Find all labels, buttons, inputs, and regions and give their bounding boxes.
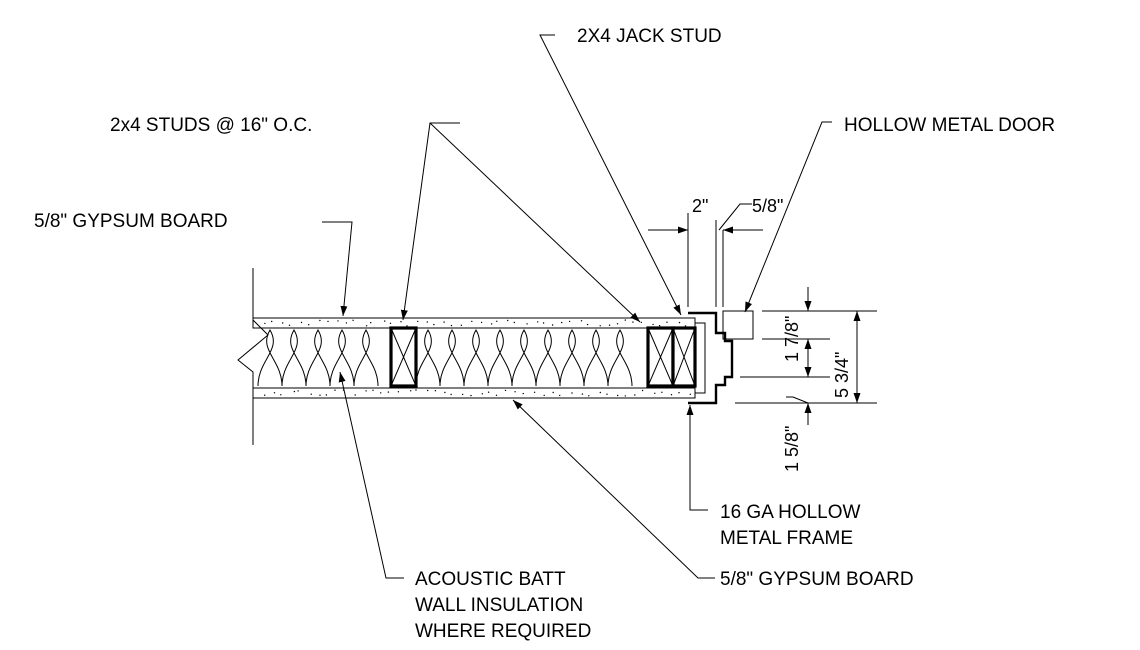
dim-frame-depth: 5 3/4" bbox=[832, 352, 852, 398]
label-frame-line1: 16 GA HOLLOW bbox=[720, 502, 861, 523]
gypsum-texture bbox=[264, 319, 691, 397]
label-hollow-metal-door: HOLLOW METAL DOOR bbox=[844, 115, 1055, 136]
label-gypsum-bottom: 5/8" GYPSUM BOARD bbox=[720, 569, 914, 590]
dim-frame-offset: 5/8" bbox=[752, 196, 783, 216]
dimensions bbox=[648, 203, 877, 425]
label-insulation-line2: WALL INSULATION bbox=[415, 595, 583, 616]
batt-insulation bbox=[257, 329, 633, 387]
dim-frame-face: 2" bbox=[692, 196, 708, 216]
label-jack-stud: 2X4 JACK STUD bbox=[577, 26, 722, 47]
leaders bbox=[322, 34, 832, 579]
label-gypsum-top: 5/8" GYPSUM BOARD bbox=[34, 211, 228, 232]
label-insulation-line3: WHERE REQUIRED bbox=[415, 621, 591, 642]
jack-stud-cross bbox=[672, 327, 696, 387]
stud-cross-end bbox=[647, 327, 674, 387]
wall-assembly bbox=[237, 268, 697, 445]
label-insulation-line1: ACOUSTIC BATT bbox=[415, 569, 566, 590]
dim-door-thickness: 1 7/8" bbox=[782, 316, 802, 362]
label-frame-line2: METAL FRAME bbox=[720, 528, 853, 549]
break-line bbox=[237, 268, 269, 445]
hollow-metal-frame bbox=[688, 310, 754, 405]
hollow-metal-door bbox=[722, 310, 754, 340]
label-studs: 2x4 STUDS @ 16" O.C. bbox=[110, 115, 312, 136]
stud-cross-middle bbox=[390, 327, 417, 387]
dim-frame-return: 1 5/8" bbox=[782, 426, 802, 472]
gypsum-board-top bbox=[252, 317, 696, 329]
gypsum-board-bottom bbox=[252, 387, 696, 399]
